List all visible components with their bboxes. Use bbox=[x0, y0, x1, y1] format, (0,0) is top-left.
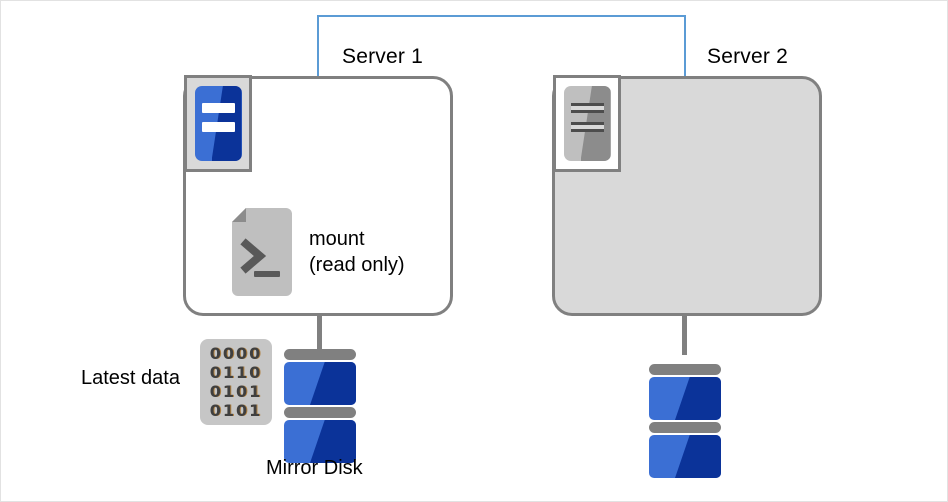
mirror-disk-label: Mirror Disk bbox=[266, 457, 363, 479]
server-icon-bar-top bbox=[201, 103, 235, 113]
disk-bar-top bbox=[649, 364, 721, 375]
disk-platter-upper bbox=[284, 362, 356, 405]
disk-platter-lower bbox=[284, 420, 356, 463]
mount-label-line1: mount bbox=[309, 228, 365, 250]
server-2-label: Server 2 bbox=[707, 45, 788, 68]
server-standby-icon-body bbox=[563, 86, 611, 161]
disk-platter-upper bbox=[649, 377, 721, 420]
binary-row: 0101 bbox=[209, 382, 263, 401]
server-active-icon-body bbox=[194, 86, 242, 161]
server-standby-icon bbox=[553, 75, 621, 172]
binary-row: 0101 bbox=[209, 401, 263, 420]
server-1-label: Server 1 bbox=[342, 45, 423, 68]
disk-platter-lower bbox=[649, 435, 721, 478]
server-icon-bar-bottom bbox=[570, 122, 604, 132]
server-2-disk-connector bbox=[682, 316, 687, 355]
disk-stack-icon bbox=[649, 364, 721, 480]
binary-data-icon: 0000 0110 0101 0101 bbox=[200, 339, 272, 425]
disk-bar-middle bbox=[284, 407, 356, 418]
mount-label: mount (read only) bbox=[309, 226, 405, 278]
disk-stack-icon bbox=[284, 349, 356, 465]
server-icon-bar-bottom bbox=[201, 122, 235, 132]
terminal-document-icon bbox=[224, 208, 300, 296]
server-1-disk-connector bbox=[317, 316, 322, 355]
server-link-bracket bbox=[317, 15, 686, 79]
server-icon-bar-top bbox=[570, 103, 604, 113]
binary-row: 0110 bbox=[209, 363, 263, 382]
latest-data-label: Latest data bbox=[81, 367, 180, 389]
disk-bar-middle bbox=[649, 422, 721, 433]
binary-row: 0000 bbox=[209, 344, 263, 363]
server-active-icon bbox=[184, 75, 252, 172]
mount-label-line2: (read only) bbox=[309, 254, 405, 276]
disk-bar-top bbox=[284, 349, 356, 360]
